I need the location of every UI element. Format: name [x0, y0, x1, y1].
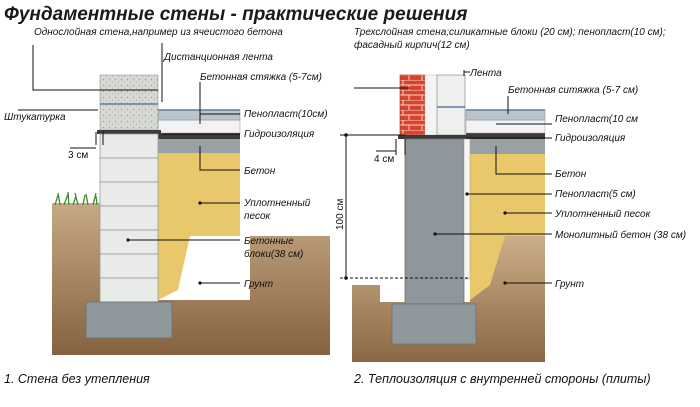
left-waterproofing [158, 133, 240, 139]
left-footing [85, 301, 173, 339]
right-label-monolith: Монолитный бетон (38 см) [555, 229, 686, 241]
left-foam [157, 119, 241, 134]
right-diagram: Трехслойная стена;силикатные блоки (20 с… [335, 26, 686, 386]
left-caption: 1. Стена без утепления [4, 372, 150, 386]
left-grass [54, 191, 98, 206]
left-label-soil: Грунт [244, 279, 273, 290]
left-upper-wall [99, 74, 159, 131]
left-label-sand-1: Уплотненный [243, 198, 311, 209]
left-concrete-slab [158, 139, 240, 153]
right-label-foam5: Пенопласт(5 см) [555, 189, 636, 200]
left-label-foam: Пенопласт(10см) [244, 109, 328, 120]
left-dim-3cm: 3 см [68, 150, 88, 161]
right-label-tape: Лента [469, 68, 502, 79]
right-label-foam10: Пенопласт(10 см [555, 114, 638, 125]
left-block-column [99, 133, 159, 303]
right-brick-facade [399, 74, 426, 136]
left-sand [158, 150, 240, 300]
right-dim-100cm: 100 см [335, 199, 346, 230]
left-label-blocks-2: блоки(38 см) [244, 248, 303, 260]
right-label-concrete: Бетон [555, 169, 587, 180]
left-diagram: Однослойная стена,например из ячеистого … [4, 26, 330, 386]
right-monolith-wall [404, 138, 465, 305]
right-label-soil: Грунт [555, 279, 584, 290]
page-title: Фундаментные стены - практические решени… [4, 4, 467, 25]
left-screed [157, 109, 241, 121]
left-label-plaster: Штукатурка [4, 112, 66, 123]
right-dim-4cm: 4 см [374, 154, 394, 165]
right-header-1: Трехслойная стена;силикатные блоки (20 с… [354, 26, 666, 38]
right-caption: 2. Теплоизоляция с внутренней стороны (п… [353, 372, 651, 386]
left-label-sand-2: песок [244, 211, 272, 222]
right-footing [391, 303, 477, 345]
left-label-blocks-1: Бетонные [244, 236, 294, 247]
left-header: Однослойная стена,например из ячеистого … [34, 26, 283, 38]
left-label-tape: Дистанционная лента [163, 52, 273, 63]
right-label-waterproof: Гидроизоляция [555, 133, 626, 144]
right-sand [470, 152, 545, 300]
right-header-2: фасадный кирпич(12 см) [354, 39, 470, 51]
right-label-sand: Уплотненный песок [554, 209, 652, 220]
left-label-concrete: Бетон [244, 166, 276, 177]
right-label-screed: Бетонная ситяжка (5-7 см) [508, 85, 638, 96]
left-label-waterproof: Гидроизоляция [244, 129, 315, 140]
right-foam-strip [463, 138, 471, 280]
left-label-screed: Бетонная стяжка (5-7см) [200, 72, 322, 83]
